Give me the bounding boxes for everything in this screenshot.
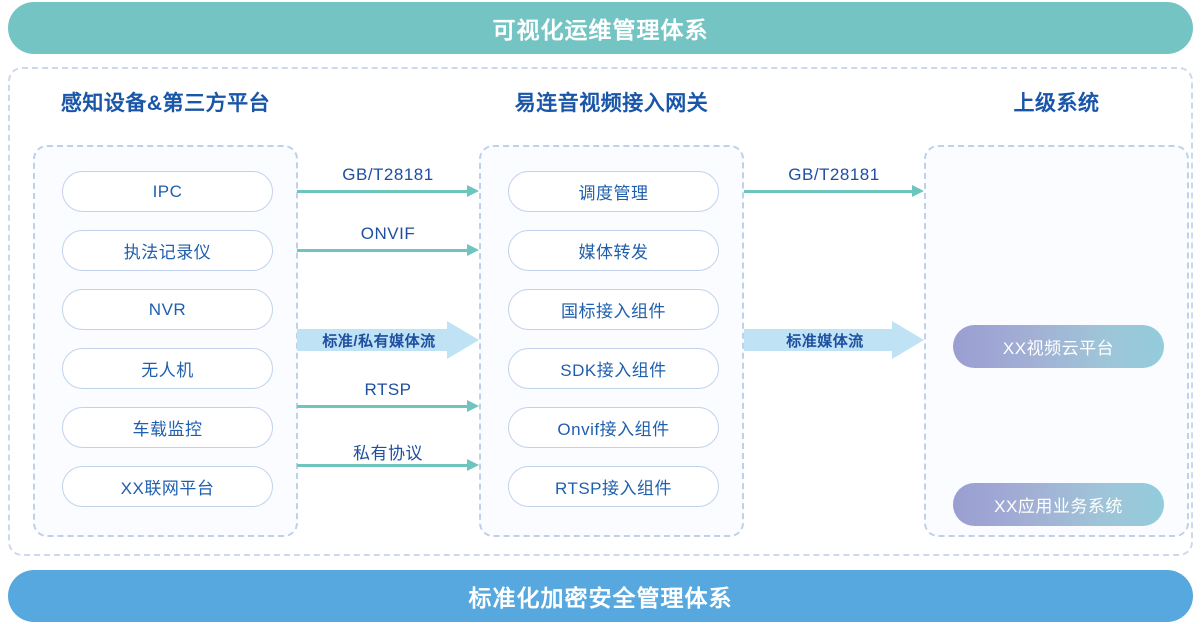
arrow-head-icon: [467, 185, 479, 197]
arrow-head-icon: [467, 244, 479, 256]
top-banner: 可视化运维管理体系: [8, 2, 1193, 54]
arrow-head-icon: [912, 185, 924, 197]
top-banner-label: 可视化运维管理体系: [492, 17, 709, 43]
list-item[interactable]: 调度管理: [508, 171, 719, 212]
connector-standard-private-media-stream: 标准/私有媒体流: [297, 321, 479, 359]
list-item[interactable]: 执法记录仪: [62, 230, 273, 271]
list-item[interactable]: XX视频云平台: [953, 325, 1164, 368]
connector-label: GB/T28181: [342, 165, 434, 184]
connector-standard-media-stream: 标准媒体流: [744, 321, 924, 359]
column-1-item-list: IPC 执法记录仪 NVR 无人机 车载监控 XX联网平台: [62, 171, 273, 507]
column-2-title: 易连音视频接入网关: [514, 92, 709, 115]
column-3-box: XX视频云平台 XX应用业务系统: [924, 145, 1189, 537]
arrow-line: [744, 190, 912, 193]
arrow-head-icon: [467, 400, 479, 412]
column-1-box: IPC 执法记录仪 NVR 无人机 车载监控 XX联网平台: [33, 145, 298, 537]
list-item[interactable]: 媒体转发: [508, 230, 719, 271]
column-3-title: 上级系统: [1013, 92, 1100, 115]
arrow-head-icon: [467, 459, 479, 471]
diagram-outer-container: 感知设备&第三方平台 IPC 执法记录仪 NVR 无人机 车载监控 XX联网平台…: [8, 67, 1193, 556]
connector-label: RTSP: [364, 380, 412, 399]
list-item[interactable]: Onvif接入组件: [508, 407, 719, 448]
bottom-banner-label: 标准化加密安全管理体系: [468, 585, 733, 611]
list-item[interactable]: RTSP接入组件: [508, 466, 719, 507]
bottom-banner: 标准化加密安全管理体系: [8, 570, 1193, 622]
arrow-line: [297, 190, 467, 193]
list-item[interactable]: 国标接入组件: [508, 289, 719, 330]
connector-label: 标准/私有媒体流: [322, 332, 436, 350]
arrow-line: [297, 405, 467, 408]
connector-label: ONVIF: [360, 224, 416, 243]
connector-label: 标准媒体流: [786, 332, 864, 350]
list-item[interactable]: SDK接入组件: [508, 348, 719, 389]
arrow-line: [297, 249, 467, 252]
list-item[interactable]: XX应用业务系统: [953, 483, 1164, 526]
list-item[interactable]: 无人机: [62, 348, 273, 389]
arrow-line: [297, 464, 467, 467]
list-item[interactable]: XX联网平台: [62, 466, 273, 507]
list-item[interactable]: IPC: [62, 171, 273, 212]
connector-label: GB/T28181: [788, 165, 880, 184]
column-1-title: 感知设备&第三方平台: [60, 92, 271, 115]
list-item[interactable]: 车载监控: [62, 407, 273, 448]
block-arrow-shape: [297, 321, 479, 359]
block-arrow-shape: [744, 321, 924, 359]
connector-label: 私有协议: [353, 444, 423, 463]
column-2-item-list: 调度管理 媒体转发 国标接入组件 SDK接入组件 Onvif接入组件 RTSP接…: [508, 171, 719, 507]
list-item[interactable]: NVR: [62, 289, 273, 330]
column-2-box: 调度管理 媒体转发 国标接入组件 SDK接入组件 Onvif接入组件 RTSP接…: [479, 145, 744, 537]
